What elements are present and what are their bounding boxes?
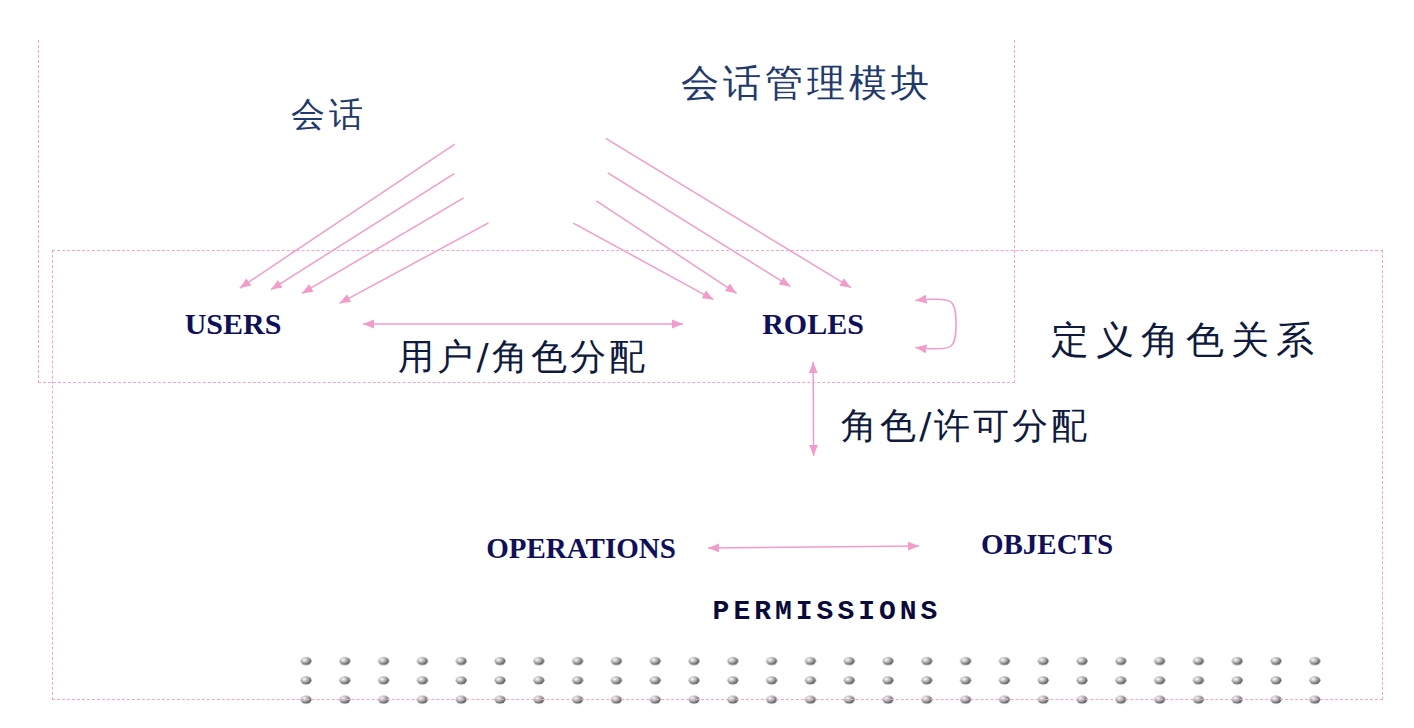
- objects-ellipse: OBJECTS: [919, 509, 1175, 581]
- connector: [363, 323, 683, 325]
- ellipse-outline: [684, 287, 942, 361]
- bead-rows: [298, 652, 1330, 710]
- session-leader: [531, 158, 596, 201]
- session-leader: [531, 200, 573, 223]
- connector: [608, 173, 791, 287]
- dot-body: [523, 194, 540, 206]
- edge-label: 角色/许可分配: [841, 405, 1090, 446]
- dot-body: [523, 119, 540, 131]
- session-dot: [523, 194, 540, 206]
- dot-shine: [525, 92, 537, 94]
- connector: [302, 198, 464, 294]
- dot-body: [523, 152, 540, 164]
- ellipse-outline: [920, 510, 1174, 580]
- session-label: 会话: [291, 95, 367, 134]
- module-region: 会话 会话管理模块: [38, 40, 1015, 383]
- ellipse-outline: [104, 289, 362, 359]
- session-leader: [464, 158, 531, 198]
- connector: [271, 174, 454, 290]
- ellipse-outline: [454, 86, 608, 234]
- connector: [606, 138, 851, 287]
- dot-body: [523, 87, 540, 99]
- ellipse-shape: [453, 85, 609, 235]
- session-dot: [523, 119, 540, 131]
- connector: [339, 223, 488, 303]
- session-ellipse: 会话: [453, 85, 609, 235]
- operations-ellipse: OPERATIONS: [454, 514, 708, 584]
- users-ellipse: USERS: [103, 288, 363, 360]
- ellipse-outline: [455, 515, 707, 583]
- entity-label: ROLES: [762, 307, 864, 342]
- connector: [708, 546, 919, 548]
- session-leader: [531, 93, 606, 138]
- connector: [240, 144, 455, 288]
- entity-label: USERS: [185, 307, 282, 342]
- edge-label: 用户/角色分配: [398, 336, 647, 377]
- roles-ellipse: ROLES: [683, 286, 943, 362]
- dot-shine: [525, 157, 537, 159]
- ellipse-outline: [299, 457, 1329, 655]
- permissions-ellipse: OPERATIONS OBJECTS PERMISSIONS: [298, 456, 1330, 656]
- entity-label: OBJECTS: [981, 528, 1113, 561]
- session-leader: [455, 93, 531, 144]
- session-leader: [489, 200, 531, 223]
- session-leader: [454, 125, 531, 174]
- connector: [812, 362, 814, 456]
- relation-region: USERS ROLES OPERATIONS OBJECTS PERMISSIONS 定义…: [52, 250, 1383, 700]
- region-title: 定义角色关系: [1051, 319, 1321, 363]
- region-title: 会话管理模块: [681, 62, 933, 106]
- session-dot: [523, 87, 540, 99]
- dot-shine: [525, 199, 537, 201]
- connector: [915, 299, 956, 349]
- permission-label: PERMISSIONS: [713, 596, 942, 628]
- session-dot: [523, 152, 540, 164]
- entity-label: OPERATIONS: [486, 532, 676, 565]
- connector: [573, 223, 713, 300]
- session-leader: [531, 125, 608, 173]
- dot-shine: [525, 124, 537, 126]
- connector: [596, 201, 736, 293]
